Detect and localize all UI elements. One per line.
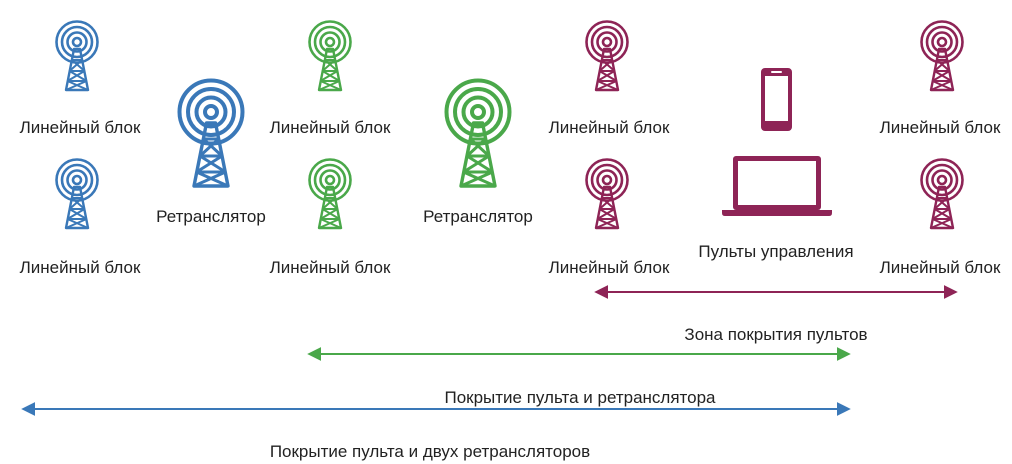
radio-tower-icon (55, 20, 99, 92)
radio-tower-icon (55, 158, 99, 230)
consoles-coverage-label: Зона покрытия пультов (684, 325, 867, 344)
radio-tower-icon (920, 158, 964, 230)
line-block-label: Линейный блок (549, 258, 670, 277)
radio-tower-icon (585, 20, 629, 92)
radio-tower-icon (585, 158, 629, 230)
laptop-icon (722, 156, 832, 216)
radio-tower-icon (308, 158, 352, 230)
radio-tower-icon (444, 78, 512, 188)
console-repeater-coverage-label: Покрытие пульта и ретранслятора (444, 388, 716, 407)
line-block-label: Линейный блок (20, 118, 141, 137)
line-block-label: Линейный блок (270, 118, 391, 137)
line-block-label: Линейный блок (880, 258, 1001, 277)
repeater-label: Ретранслятор (156, 207, 266, 226)
repeater-label: Ретранслятор (423, 207, 533, 226)
radio-tower-icon (177, 78, 245, 188)
radio-tower-icon (920, 20, 964, 92)
radio-tower-icon (308, 20, 352, 92)
console-two-repeaters-coverage-label: Покрытие пульта и двух ретрансляторов (270, 442, 590, 461)
consoles-label: Пульты управления (698, 242, 853, 261)
smartphone-icon (761, 68, 792, 131)
line-block-label: Линейный блок (270, 258, 391, 277)
line-block-label: Линейный блок (880, 118, 1001, 137)
line-block-label: Линейный блок (549, 118, 670, 137)
line-block-label: Линейный блок (20, 258, 141, 277)
